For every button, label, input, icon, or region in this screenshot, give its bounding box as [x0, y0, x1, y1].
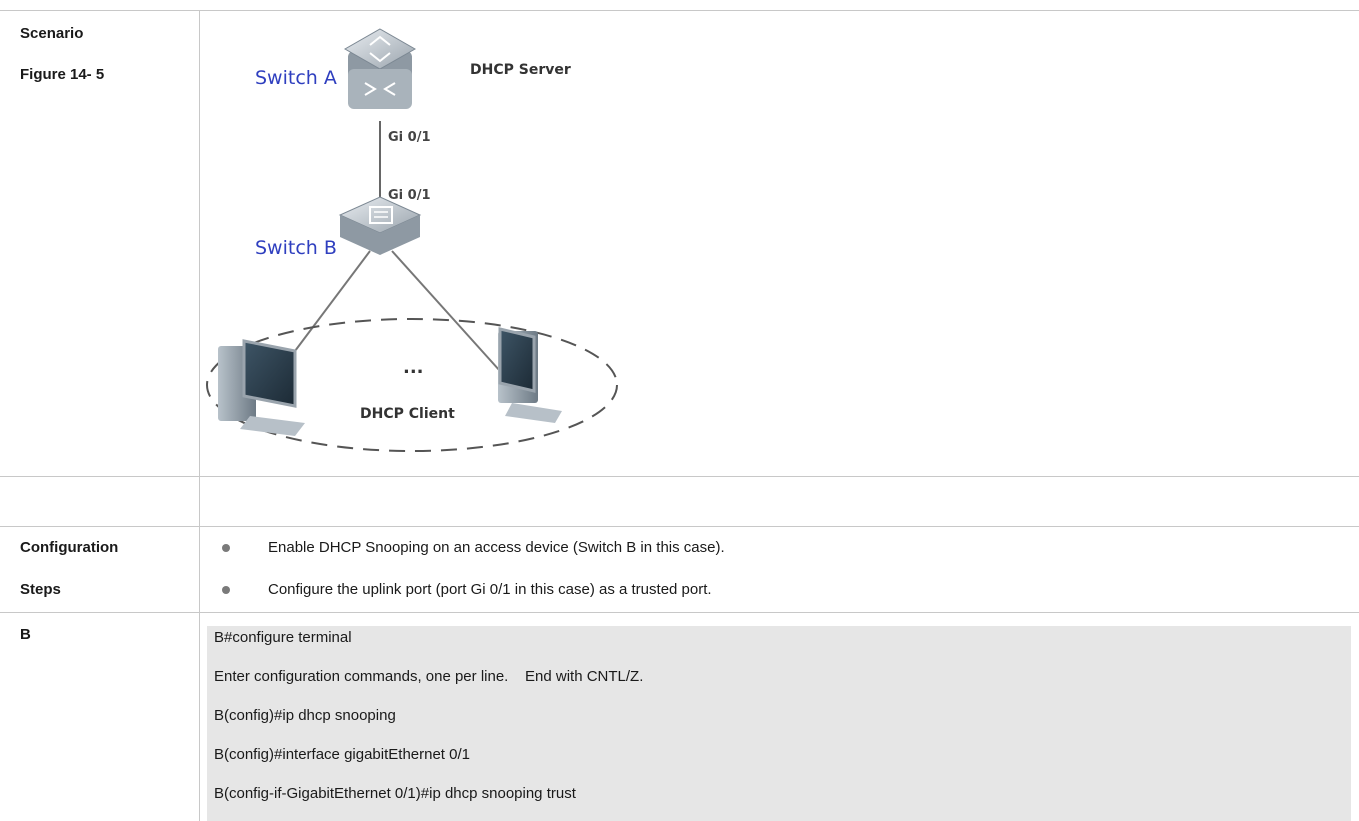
bullet-icon [222, 585, 230, 594]
command-line: B(config-if-GigabitEthernet 0/1)#ip dhcp… [214, 785, 576, 802]
config-step-item: Configure the uplink port (port Gi 0/1 i… [222, 581, 712, 598]
switch-a-port-label: Gi 0/1 [388, 130, 431, 145]
ellipsis-label: ... [403, 357, 424, 378]
command-line: B(config)#interface gigabitEthernet 0/1 [214, 746, 470, 763]
switch-a-icon [343, 28, 417, 109]
scenario-label: Scenario [20, 25, 84, 42]
config-step-text: Configure the uplink port (port Gi 0/1 i… [268, 581, 712, 598]
config-steps-label-2: Steps [20, 581, 61, 598]
client-link-right [391, 250, 501, 372]
config-step-item: Enable DHCP Snooping on an access device… [222, 539, 725, 556]
command-block [207, 626, 1351, 821]
network-diagram [200, 11, 660, 471]
client-pc-right-icon [498, 327, 562, 423]
command-line: B#configure terminal [214, 629, 352, 646]
row-divider [0, 612, 1359, 613]
figure-label: Figure 14- 5 [20, 66, 105, 83]
switch-b-label: Switch B [255, 237, 337, 259]
topology-figure [206, 28, 618, 452]
bullet-icon [222, 543, 230, 552]
dhcp-server-label: DHCP Server [470, 62, 571, 78]
device-b-label: B [20, 626, 31, 643]
table-top-border [0, 10, 1359, 11]
command-line: B(config)#ip dhcp snooping [214, 707, 396, 724]
config-step-text: Enable DHCP Snooping on an access device… [268, 539, 725, 556]
row-divider [0, 476, 1359, 477]
switch-b-port-label: Gi 0/1 [388, 188, 431, 203]
command-line: Enter configuration commands, one per li… [214, 668, 644, 685]
client-group-ellipse [206, 318, 618, 452]
switch-b-icon [338, 196, 422, 255]
switch-a-label: Switch A [255, 67, 337, 89]
config-steps-label-1: Configuration [20, 539, 119, 556]
column-divider [199, 10, 200, 821]
row-divider [0, 526, 1359, 527]
dhcp-client-label: DHCP Client [360, 406, 455, 422]
client-pc-left-icon [218, 339, 305, 436]
